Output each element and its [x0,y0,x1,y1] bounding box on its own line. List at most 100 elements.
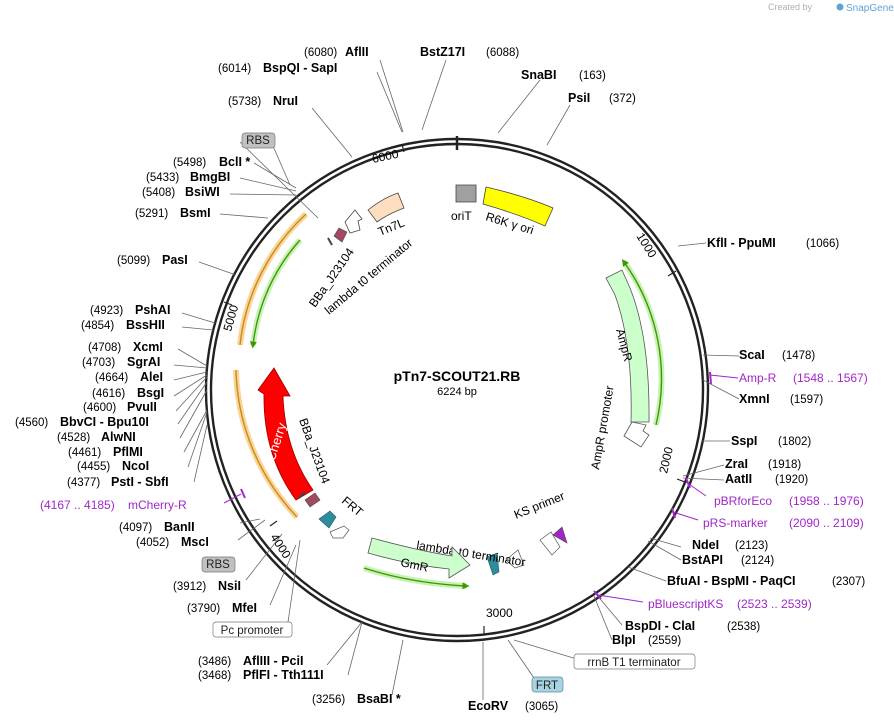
site-pflfi-tth111i[interactable]: (3468) PflFI - Tth111I [198,668,324,682]
svg-text:(2559): (2559) [648,635,681,647]
site-srui[interactable]: (5738) NruI [228,94,298,108]
svg-text:(1597): (1597) [790,394,823,406]
site-xmni[interactable]: XmnI (1597) [739,392,823,406]
lambda-bottom-feature[interactable] [486,552,500,576]
svg-text:(3065): (3065) [525,701,558,713]
svg-text:BspDI - ClaI: BspDI - ClaI [625,619,695,633]
site-xcmi[interactable]: (4708) XcmI [88,340,163,354]
svg-text:pBluescriptKS: pBluescriptKS [648,597,723,611]
site-scai[interactable]: ScaI (1478) [739,348,815,362]
frt-bottom-box[interactable]: FRT [531,676,564,693]
ampr-feature[interactable] [605,269,650,423]
site-aatii[interactable]: AatII (1920) [725,472,808,486]
svg-text:(4461): (4461) [68,447,101,459]
site-alwni[interactable]: (4528) AlwNI [57,430,136,444]
svg-text:(372): (372) [609,93,636,105]
svg-text:(4600): (4600) [83,402,116,414]
site-zrai[interactable]: ZraI (1918) [725,457,801,471]
svg-text:(5738): (5738) [228,96,261,108]
terminator-top-feature[interactable] [333,227,348,243]
pc-promoter-box[interactable]: Pc promoter [212,621,293,638]
svg-text:PstI - SbfI: PstI - SbfI [111,475,169,489]
site-blpi[interactable]: BlpI (2559) [612,633,681,647]
primer-pbrforeco[interactable]: pBRforEco (1958 .. 1976) [714,494,864,508]
mcherry-feature[interactable] [257,367,314,501]
site-snabi[interactable]: SnaBI (163) [521,68,606,82]
site-sspi[interactable]: SspI (1802) [731,434,811,448]
gmr-label: GmR [399,555,430,575]
primer-prs-marker[interactable]: pRS-marker (2090 .. 2109) [703,516,864,530]
site-bsmi[interactable]: (5291) BsmI [135,206,211,220]
svg-text:(4455): (4455) [77,461,110,473]
bba-top-marker [327,237,333,246]
svg-text:RBS: RBS [246,135,270,147]
site-pvuii[interactable]: (4600) PvuII [83,400,157,414]
svg-text:BbvCI - Bpu10I: BbvCI - Bpu10I [60,415,149,429]
svg-text:(5408): (5408) [142,187,175,199]
primer-pbluescriptks[interactable]: pBluescriptKS (2523 .. 2539) [648,597,812,611]
site-bsgi[interactable]: (4616) BsgI [92,386,164,400]
svg-text:(3468): (3468) [198,670,231,682]
gmr-feature[interactable] [367,537,471,579]
svg-text:BssHII: BssHII [126,318,165,332]
site-psii[interactable]: PsiI (372) [568,91,636,105]
site-ecorv[interactable]: EcoRV (3065) [468,699,558,713]
site-pasi[interactable]: (5099) PasI [117,253,188,267]
site-afliii-pcii[interactable]: (3486) AflIII - PciI [198,654,303,668]
site-alei[interactable]: (4664) AleI [95,370,163,384]
site-bsiwi[interactable]: (5408) BsiWI [142,185,220,199]
svg-text:(4664): (4664) [95,372,128,384]
site-bsshii[interactable]: (4854) BssHII [81,318,165,332]
ks-primer-feature[interactable] [552,526,568,544]
svg-text:(5291): (5291) [135,208,168,220]
primer-amp-r[interactable]: Amp-R (1548 .. 1567) [739,371,868,385]
site-ndei[interactable]: NdeI (2123) [692,538,768,552]
svg-text:(1478): (1478) [782,350,815,362]
svg-text:(2523 .. 2539): (2523 .. 2539) [737,597,812,611]
svg-text:BspQI - SapI: BspQI - SapI [263,61,337,75]
svg-text:RBS: RBS [206,559,230,571]
site-nsii[interactable]: (3912) NsiI [173,579,241,593]
site-bfuai-bspmi-paqci[interactable]: BfuAI - BspMI - PaqCI (2307) [667,574,865,588]
site-bbvci-bpu10i[interactable]: (4560) BbvCI - Bpu10I [15,415,149,429]
site-banii[interactable]: (4097) BanII [119,520,195,534]
frt-arrow-small-icon [329,525,350,539]
svg-text:(3790): (3790) [187,603,220,615]
snapgene-logo-icon [836,3,844,11]
plasmid-size: 6224 bp [437,386,477,398]
terminator-bottom-feature[interactable] [304,492,321,508]
svg-text:6000: 6000 [371,147,400,166]
site-msci[interactable]: (4052) MscI [136,535,209,549]
site-pflmi[interactable]: (4461) PflMI [68,445,143,459]
tick-5000: 5000 [220,301,241,333]
site-ncoi[interactable]: (4455) NcoI [77,459,149,473]
rrnb-t1-terminator-box[interactable]: rrnB T1 terminator [573,653,696,670]
site-bcli[interactable]: (5498) BclI * [173,155,250,169]
frt-feature[interactable] [318,510,337,529]
primer-mcherry-r[interactable]: (4167 .. 4185) mCherry-R [40,498,187,512]
svg-text:(2123): (2123) [735,540,768,552]
rbs-bottom-box[interactable]: RBS [201,556,236,573]
site-bstz17i[interactable]: BstZ17I (6088) [420,45,519,59]
svg-text:BlpI: BlpI [612,633,636,647]
svg-text:(4703): (4703) [82,357,115,369]
site-mfei[interactable]: (3790) MfeI [187,601,257,615]
svg-text:(4377): (4377) [67,477,100,489]
site-kfli-ppumi[interactable]: KflI - PpuMI (1066) [707,236,839,250]
site-bmgbi[interactable]: (5433) BmgBI [146,170,230,184]
r6k-ori-feature[interactable] [482,186,554,227]
site-sgrai[interactable]: (4703) SgrAI [82,355,160,369]
site-bsabi[interactable]: (3256) BsaBI * [312,692,401,706]
site-psti-sbfi[interactable]: (4377) PstI - SbfI [67,475,169,489]
site-aflii[interactable]: (6080) AflII [304,45,369,59]
orit-feature[interactable] [455,184,477,203]
rbs-top-box[interactable]: RBS [241,132,276,149]
site-bstapi[interactable]: BstAPI (2124) [682,553,774,567]
site-bspdi-clai[interactable]: BspDI - ClaI (2538) [625,619,760,633]
svg-text:(1958 .. 1976): (1958 .. 1976) [789,494,864,508]
site-pshai[interactable]: (4923) PshAI [90,303,170,317]
tn7l-feature[interactable] [367,192,405,223]
ampr-promoter-feature[interactable] [623,421,650,448]
svg-text:(5433): (5433) [146,172,179,184]
site-bspqi-sapi[interactable]: (6014) BspQI - SapI [218,61,337,75]
